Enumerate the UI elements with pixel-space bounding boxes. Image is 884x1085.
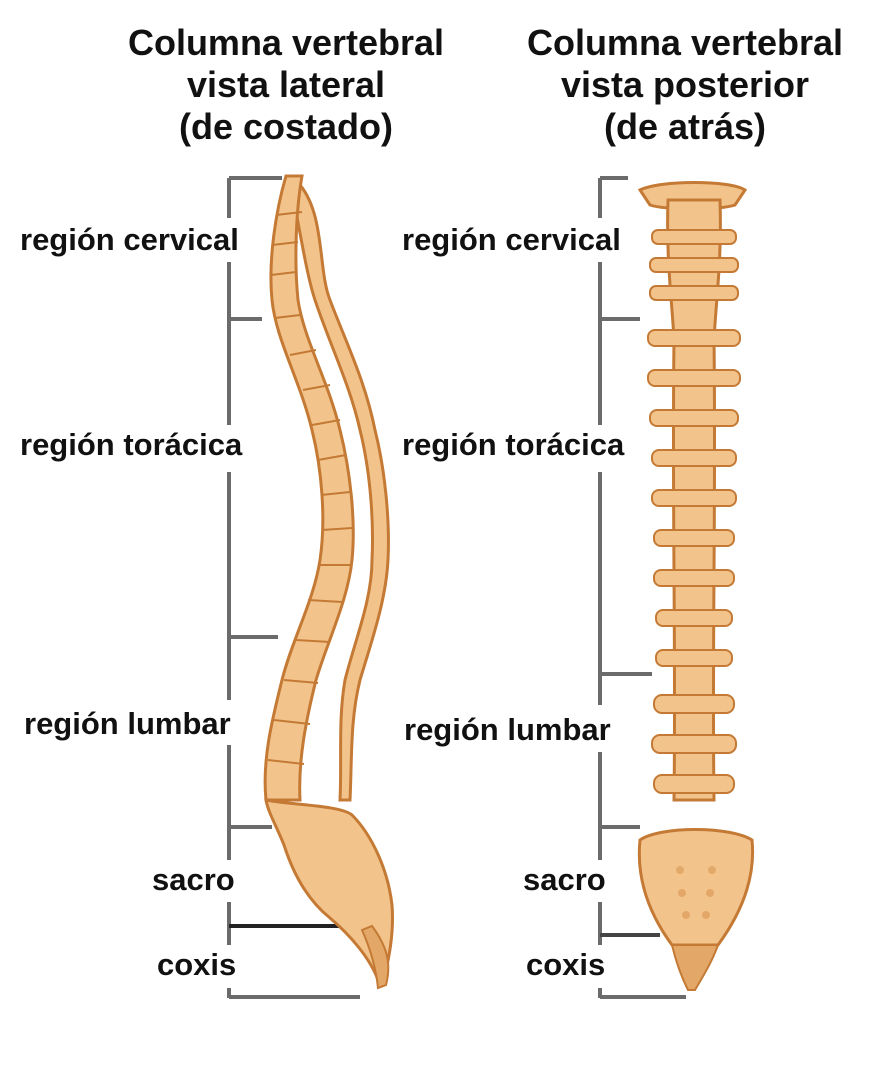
posterior-region-bracket bbox=[598, 176, 686, 999]
posterior-spine bbox=[637, 181, 755, 991]
lateral-vertebral-bodies bbox=[263, 174, 355, 802]
lateral-view-title: Columna vertebral vista lateral (de cost… bbox=[86, 22, 486, 148]
lateral-label-cervical: región cervical bbox=[20, 222, 239, 257]
posterior-title-line-2: vista posterior bbox=[560, 64, 810, 105]
posterior-label-thoracic: región torácica bbox=[402, 427, 625, 462]
lateral-title-line-3: (de costado) bbox=[178, 106, 393, 147]
lateral-label-coccyx: coxis bbox=[157, 947, 237, 982]
posterior-label-lumbar: región lumbar bbox=[404, 712, 611, 747]
lateral-title-line-2: vista lateral bbox=[186, 64, 386, 105]
posterior-coccyx bbox=[670, 944, 720, 991]
lateral-label-sacrum: sacro bbox=[152, 862, 235, 897]
posterior-label-sacrum: sacro bbox=[523, 862, 606, 897]
posterior-title-line-1: Columna vertebral bbox=[526, 22, 844, 63]
lateral-coccyx bbox=[360, 924, 390, 990]
lateral-spinous-processes bbox=[288, 183, 390, 802]
lateral-label-thoracic: región torácica bbox=[20, 427, 243, 462]
lateral-label-lumbar: región lumbar bbox=[24, 706, 231, 741]
lateral-spine bbox=[263, 174, 394, 990]
posterior-label-coccyx: coxis bbox=[526, 947, 606, 982]
posterior-view-title: Columna vertebral vista posterior (de at… bbox=[485, 22, 884, 148]
lateral-title-line-1: Columna vertebral bbox=[127, 22, 445, 63]
posterior-title-line-3: (de atrás) bbox=[603, 106, 767, 147]
lateral-region-bracket bbox=[227, 176, 372, 999]
posterior-label-cervical: región cervical bbox=[402, 222, 621, 257]
posterior-sacrum bbox=[637, 828, 755, 947]
